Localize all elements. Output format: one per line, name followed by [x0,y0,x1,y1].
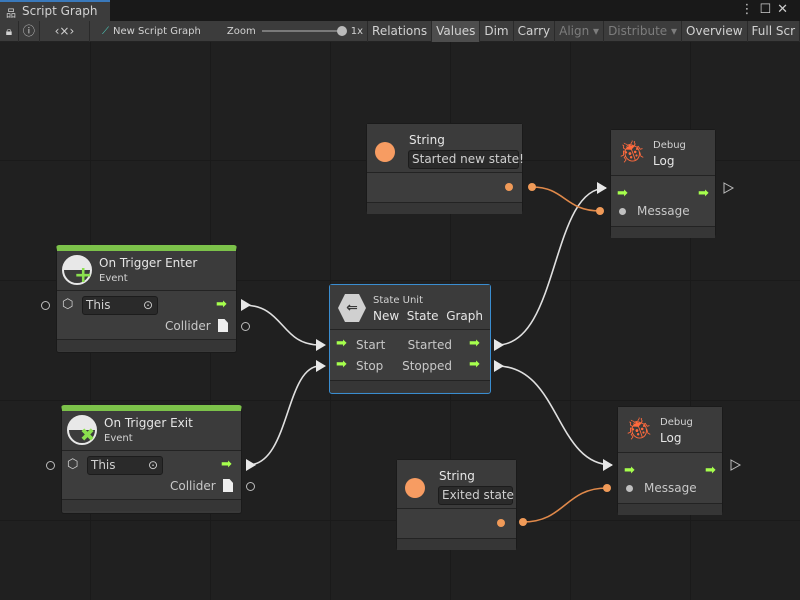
gameobject-cube-icon: ⬡ [67,457,79,472]
string-icon [405,478,425,498]
target-field[interactable]: This⊙ [87,456,163,475]
collider-document-icon [223,479,233,492]
target-field[interactable]: This⊙ [82,296,158,315]
graph-breadcrumb[interactable]: ⟋ New Script Graph Zoom 1x [90,20,369,42]
state-unit-icon: ⇐ [338,294,366,322]
value-input-port[interactable] [626,485,633,492]
string-value-field[interactable]: Exited state [438,486,514,505]
window-controls: ⋮☐✕ [740,2,794,17]
info-button[interactable]: ⓘ [19,20,40,42]
value-output-port[interactable] [505,183,513,191]
flow-output-arrow-icon: ➡ [216,297,227,312]
lock-button[interactable]: 🔒︎ [0,20,19,42]
graph-icon: ⟋ [102,25,110,37]
string-icon [375,142,395,162]
align-dropdown[interactable]: Align ▾ [555,20,605,42]
debug-log-node[interactable]: 🐞︎ Debug Log ➡ ➡ Message [610,129,716,238]
overview-button[interactable]: Overview [682,20,748,42]
trigger-exit-icon [67,415,97,445]
toolbar: 🔒︎ ⓘ ‹×› ⟋ New Script Graph Zoom 1x Rela… [0,20,800,42]
string-node[interactable]: String Started new state! [366,123,524,214]
fullscreen-button[interactable]: Full Scr [748,20,800,42]
values-button[interactable]: Values [432,20,481,42]
zoom-slider[interactable] [261,26,347,36]
gameobject-cube-icon: ⬡ [62,297,74,312]
value-output-port[interactable] [241,322,250,331]
value-input-port[interactable] [46,461,55,470]
bug-icon: 🐞︎ [625,417,653,442]
flow-input-arrow-icon: ➡ [336,336,347,351]
variables-button[interactable]: ‹×› [40,20,91,42]
value-input-port[interactable] [619,208,626,215]
value-input-port[interactable] [41,301,50,310]
value-output-port[interactable] [246,482,255,491]
zoom-slider-handle[interactable] [336,26,347,36]
close-icon[interactable]: ✕ [777,2,794,17]
more-icon[interactable]: ⋮ [740,2,760,17]
dim-button[interactable]: Dim [480,20,514,42]
hierarchy-icon: 品 [6,9,16,20]
on-trigger-exit-node[interactable]: ✖ On Trigger Exit Event ⬡ This⊙ ➡ Collid… [61,405,242,514]
flow-output-arrow-icon: ➡ [705,463,716,478]
flow-input-arrow-icon: ➡ [624,463,635,478]
trigger-enter-icon [62,255,92,285]
object-picker-icon[interactable]: ⊙ [147,458,158,472]
string-node[interactable]: String Exited state [396,459,517,550]
flow-input-arrow-icon: ➡ [336,357,347,372]
info-icon: ⓘ [22,23,35,38]
collider-document-icon [218,319,228,332]
maximize-icon[interactable]: ☐ [759,2,778,17]
flow-input-arrow-icon: ➡ [617,186,628,201]
distribute-dropdown[interactable]: Distribute ▾ [604,20,683,42]
flow-output-arrow-icon: ➡ [469,357,480,372]
value-output-port[interactable] [497,519,505,527]
flow-output-arrow-icon: ➡ [221,457,232,472]
flow-output-arrow-icon: ➡ [469,336,480,351]
object-picker-icon[interactable]: ⊙ [142,298,153,312]
flow-output-arrow-icon: ➡ [698,186,709,201]
debug-log-node[interactable]: 🐞︎ Debug Log ➡ ➡ Message [617,406,723,515]
on-trigger-enter-node[interactable]: + On Trigger Enter Event ⬡ This⊙ ➡ Colli… [56,245,237,353]
plus-icon: + [74,263,93,288]
carry-button[interactable]: Carry [514,20,556,42]
lock-icon: 🔒︎ [5,23,13,38]
variables-icon: ‹×› [54,23,75,38]
x-mark-icon: ✖ [80,425,96,446]
relations-button[interactable]: Relations [368,20,433,42]
string-value-field[interactable]: Started new state! [408,150,524,169]
state-unit-node[interactable]: ⇐ State Unit New State Graph ➡ Start Sta… [329,284,491,394]
bug-icon: 🐞︎ [618,140,646,165]
